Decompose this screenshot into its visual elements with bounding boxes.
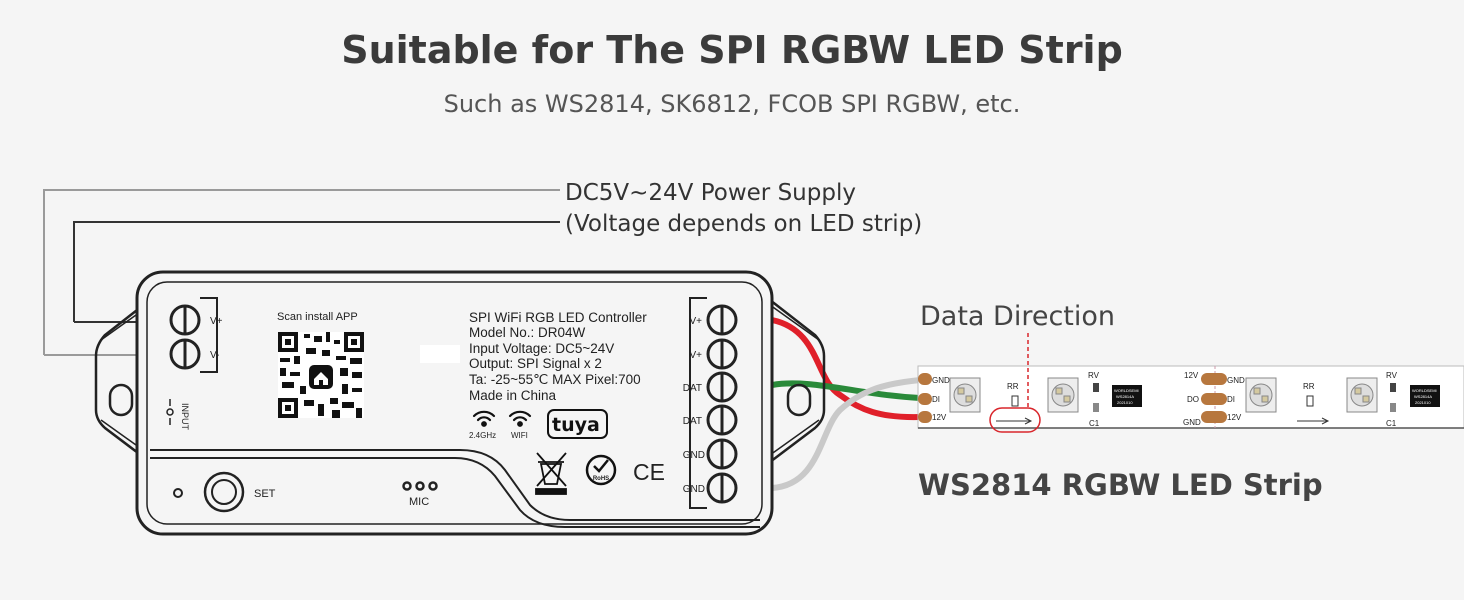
- strip-name: WS2814 RGBW LED Strip: [918, 468, 1323, 502]
- scan-app-label: Scan install APP: [277, 311, 358, 323]
- qr-code-icon: [278, 332, 364, 418]
- chip-text: WORLDSEMI: [1114, 388, 1139, 393]
- output-dat-2-label: DAT: [683, 416, 702, 427]
- led-chip: [1346, 377, 1378, 413]
- white-wire: [769, 377, 923, 491]
- wifi-24ghz-icon: [472, 410, 496, 427]
- ic-chip: [1410, 385, 1440, 407]
- pad-gnd-mid: GND: [1183, 418, 1201, 427]
- c1-label: C1: [1386, 419, 1397, 428]
- set-label: SET: [254, 488, 276, 500]
- green-wire: [769, 380, 923, 401]
- rohs-icon: [585, 454, 617, 486]
- pad-12v-left: 12V: [932, 413, 947, 422]
- led-chip: [1047, 377, 1079, 413]
- page-title: Suitable for The SPI RGBW LED Strip: [341, 28, 1123, 72]
- power-voltage-note: (Voltage depends on LED strip): [565, 211, 922, 237]
- chip-text: WORLDSEMI: [1412, 388, 1437, 393]
- output-gnd-1-label: GND: [683, 450, 705, 461]
- wifi-label: WIFI: [511, 431, 528, 440]
- output-dat-1-label: DAT: [683, 383, 702, 394]
- data-direction-label: Data Direction: [920, 301, 1115, 332]
- origin: Made in China: [469, 388, 557, 403]
- pad-gnd-right: GND: [1227, 376, 1245, 385]
- tuya-logo-text: tuya: [552, 414, 600, 436]
- rohs-label: RoHS: [593, 476, 609, 482]
- pad-gnd-left: GND: [932, 376, 950, 385]
- output-vplus-1-label: V+: [689, 316, 702, 327]
- chip-text: 2021010: [1415, 400, 1431, 405]
- chip-text: WS2814A: [1116, 394, 1134, 399]
- page-subtitle: Such as WS2814, SK6812, FCOB SPI RGBW, e…: [443, 90, 1021, 118]
- led-chip: [949, 377, 981, 413]
- pad-di-right: DI: [1227, 395, 1235, 404]
- controller: [94, 270, 826, 536]
- output-vplus-2-label: V+: [689, 350, 702, 361]
- resistor-label: RR: [1303, 382, 1315, 391]
- power-supply-label: DC5V~24V Power Supply: [565, 180, 856, 206]
- pad-12v-mid: 12V: [1184, 371, 1199, 380]
- input-vminus-label: V-: [210, 350, 219, 361]
- tuya-logo: [547, 409, 608, 439]
- output-gnd-2-label: GND: [683, 484, 705, 495]
- pad-di-left: DI: [932, 395, 940, 404]
- pad-12v-right: 12V: [1227, 413, 1242, 422]
- ic-chip: [1112, 385, 1142, 407]
- status-led: [173, 488, 183, 498]
- red-wire: [769, 317, 923, 421]
- weee-bin-icon: [535, 452, 567, 495]
- ce-mark: CE: [633, 459, 665, 485]
- input-voltage: Input Voltage: DC5~24V: [469, 341, 614, 356]
- chip-text: WS2814A: [1414, 394, 1432, 399]
- led-strip: [917, 365, 1464, 429]
- input-vplus-label: V+: [210, 316, 223, 327]
- mic-label: MIC: [409, 496, 429, 508]
- controller-name: SPI WiFi RGB LED Controller: [469, 310, 647, 325]
- model-number: Model No.: DR04W: [469, 325, 586, 340]
- wifi-icon: [508, 410, 532, 427]
- rv-label: RV: [1386, 371, 1398, 380]
- input-label: INPUT: [180, 403, 190, 431]
- data-direction-highlight: [989, 407, 1041, 433]
- pad-do-mid: DO: [1187, 395, 1199, 404]
- c1-label: C1: [1089, 419, 1100, 428]
- wifi-24ghz-label: 2.4GHz: [469, 431, 496, 440]
- temperature-pixel: Ta: -25~55℃ MAX Pixel:700: [469, 372, 641, 387]
- output-signal: Output: SPI Signal x 2: [469, 356, 602, 371]
- output-wires: [769, 317, 923, 491]
- rv-label: RV: [1088, 371, 1100, 380]
- led-chip: [1245, 377, 1277, 413]
- resistor-label: RR: [1007, 382, 1019, 391]
- set-button: [203, 471, 245, 513]
- chip-text: 2021010: [1117, 400, 1133, 405]
